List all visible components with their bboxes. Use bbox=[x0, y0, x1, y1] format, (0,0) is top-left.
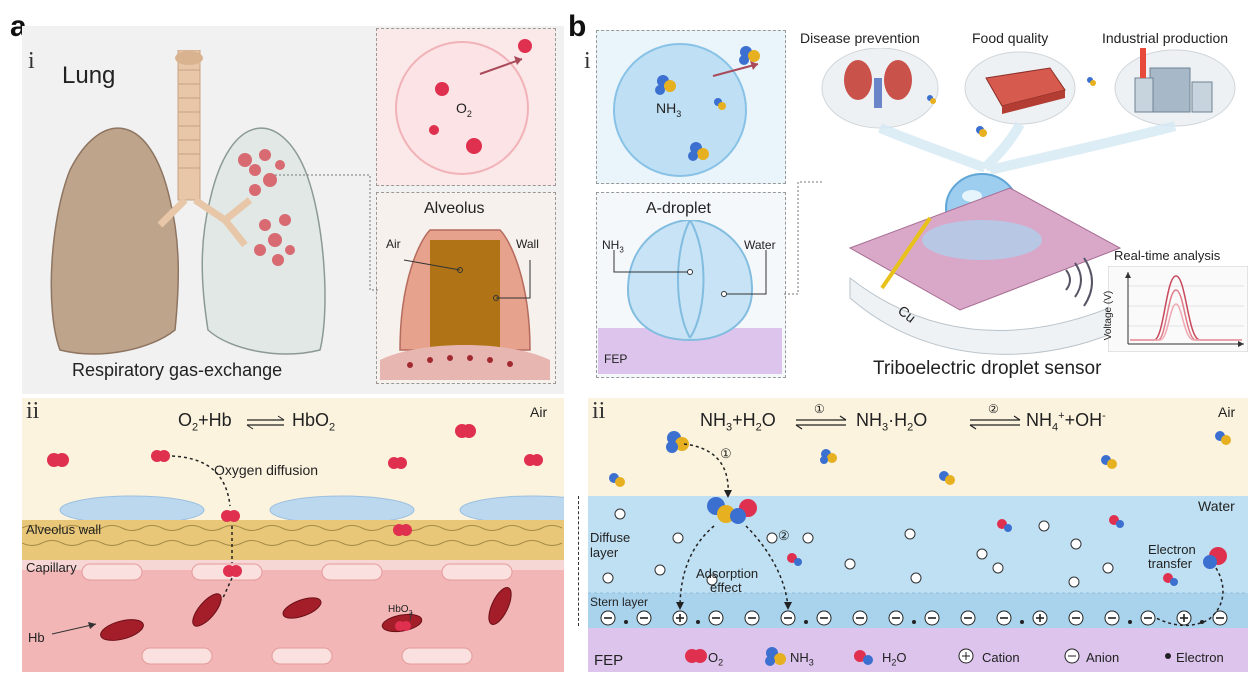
alveolus-illustration bbox=[380, 229, 550, 380]
panel-b-letter: b bbox=[568, 10, 587, 43]
ammonia-equation-mid: NH3·H2O bbox=[856, 410, 928, 434]
equation-step-1: ① bbox=[814, 402, 825, 416]
panel-b-ii-label: ii bbox=[592, 398, 606, 424]
sensor-illustration bbox=[821, 48, 1236, 355]
panel-a-i-label: i bbox=[28, 48, 35, 74]
ammonia-equation-left: NH3+H2O bbox=[700, 410, 776, 434]
kidney-icon bbox=[844, 60, 912, 108]
alveolus-wall-label: Alveolus wall bbox=[26, 522, 102, 537]
legend-o2: O2 bbox=[708, 650, 724, 668]
electron-transfer-label-1: Electron bbox=[1148, 542, 1196, 557]
sensor-caption: Triboelectric droplet sensor bbox=[873, 358, 1102, 379]
legend-nh3: NH3 bbox=[790, 650, 814, 668]
diffuse-layer-label-2: layer bbox=[590, 545, 619, 560]
a-droplet-title: A-droplet bbox=[646, 200, 711, 217]
o2-label: O2 bbox=[456, 100, 472, 119]
legend-h2o: H2O bbox=[882, 650, 907, 668]
hb-label: Hb bbox=[28, 630, 45, 645]
a-droplet-nh3-label: NH3 bbox=[602, 238, 624, 255]
nh3-bubble bbox=[613, 43, 760, 177]
fep-bottom-label: FEP bbox=[594, 652, 624, 669]
fep-inset-label: FEP bbox=[604, 352, 628, 366]
hbo2-label: HbO2 bbox=[388, 604, 413, 617]
b-inset-connector bbox=[784, 181, 822, 295]
voltage-chart bbox=[1108, 266, 1248, 352]
steak-icon bbox=[985, 67, 1066, 114]
diffuse-layer-label-1: Diffuse bbox=[590, 530, 631, 545]
layer-bracket bbox=[578, 496, 580, 626]
panel-a-ii-label: ii bbox=[26, 398, 40, 424]
air-label: Air bbox=[386, 237, 401, 251]
voltage-axis-label: Voltage (V) bbox=[1103, 290, 1115, 341]
adsorption-label-2: effect bbox=[710, 580, 742, 595]
industrial-production-label: Industrial production bbox=[1102, 30, 1229, 46]
step-2-mark: ② bbox=[778, 528, 790, 543]
panel-a-ii bbox=[22, 398, 564, 672]
capillary-label: Capillary bbox=[26, 560, 77, 575]
lung-title: Lung bbox=[62, 62, 116, 89]
adsorption-label-1: Adsorption bbox=[696, 566, 759, 581]
legend-cation: Cation bbox=[982, 650, 1020, 665]
alveolus-title: Alveolus bbox=[424, 200, 485, 217]
oxygen-equation: O2+Hb bbox=[178, 410, 232, 434]
disease-prevention-label: Disease prevention bbox=[800, 30, 920, 46]
electron-transfer-label-2: transfer bbox=[1148, 556, 1193, 571]
panel-b-ii bbox=[588, 398, 1248, 672]
lung-caption: Respiratory gas-exchange bbox=[72, 360, 283, 380]
hbo2-product: HbO2 bbox=[292, 410, 336, 434]
step-1-mark: ① bbox=[720, 446, 732, 461]
legend-anion: Anion bbox=[1086, 650, 1120, 665]
air-corner-b-label: Air bbox=[1218, 404, 1236, 420]
a-droplet-water-label: Water bbox=[744, 238, 776, 252]
stern-layer-label: Stern layer bbox=[590, 595, 649, 609]
factory-icon bbox=[1134, 48, 1213, 113]
equation-step-2: ② bbox=[988, 402, 999, 416]
panel-b-i-label: i bbox=[584, 48, 591, 74]
food-quality-label: Food quality bbox=[972, 30, 1049, 46]
a-droplet-illustration bbox=[598, 220, 782, 374]
oxygen-diffusion-label: Oxygen diffusion bbox=[214, 462, 319, 478]
nh3-bubble-label: NH3 bbox=[656, 100, 682, 119]
o2-bubble bbox=[395, 39, 532, 175]
wall-label: Wall bbox=[516, 237, 539, 251]
ammonia-equation-right: NH4++OH- bbox=[1026, 410, 1106, 434]
realtime-analysis-label: Real-time analysis bbox=[1114, 248, 1221, 263]
lung-inset-connector bbox=[275, 174, 380, 291]
lung-illustration bbox=[50, 50, 326, 355]
legend-electron: Electron bbox=[1176, 650, 1224, 665]
water-corner-label: Water bbox=[1198, 498, 1235, 514]
air-corner-label: Air bbox=[530, 404, 548, 420]
